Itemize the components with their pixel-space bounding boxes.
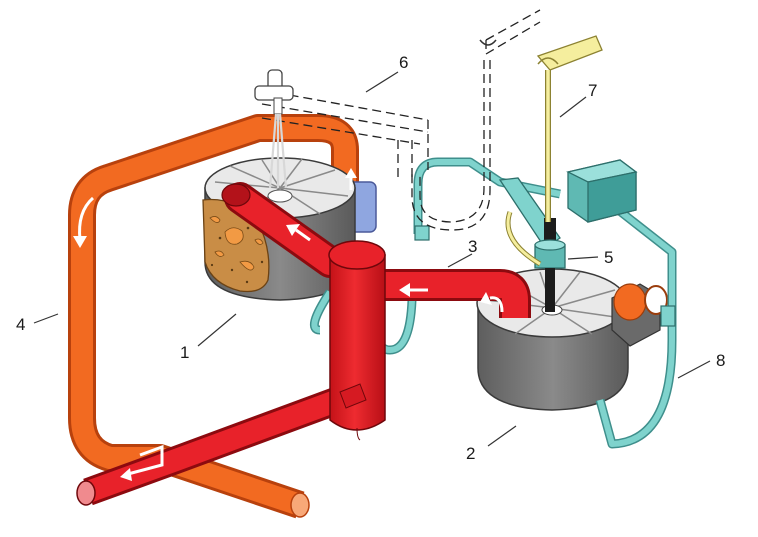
callout-1: 1 (180, 343, 189, 362)
stirrer-shaft (534, 218, 566, 312)
vertical-collector (329, 254, 386, 431)
spray-nozzle-icon (479, 39, 497, 46)
callout-numbers: 1 2 3 4 5 6 7 8 (16, 53, 725, 463)
callout-6: 6 (399, 53, 408, 72)
flow-arrow-icon (345, 168, 357, 178)
callout-leaders (33, 71, 711, 447)
callout-3: 3 (468, 237, 477, 256)
ore-speckles (210, 226, 264, 284)
control-box (566, 159, 638, 223)
spray-nozzle-icon (537, 57, 559, 65)
flow-arrow-icon (120, 468, 132, 481)
callout-2: 2 (466, 444, 475, 463)
callout-8: 8 (716, 351, 725, 370)
flow-arrow-icon (73, 236, 87, 248)
teal-lines-fill (311, 159, 675, 447)
flow-arrow-icon (480, 292, 492, 305)
return-pipe-end (290, 492, 310, 518)
yellow-line (505, 35, 603, 267)
hot-pipe-end (76, 480, 96, 506)
flow-arrow-icon (399, 283, 410, 297)
callout-4: 4 (16, 315, 25, 334)
flow-arrow-icon (78, 196, 95, 241)
flow-arrow-icon (286, 224, 300, 236)
flow-arrows (120, 224, 504, 481)
callout-7: 7 (588, 81, 597, 100)
hot-pipe-network (76, 182, 531, 506)
return-pipe (68, 114, 359, 519)
nozzle-assembly (254, 39, 497, 115)
spray-lines (268, 113, 288, 189)
callout-5: 5 (604, 248, 613, 267)
ore-particles (209, 216, 264, 271)
